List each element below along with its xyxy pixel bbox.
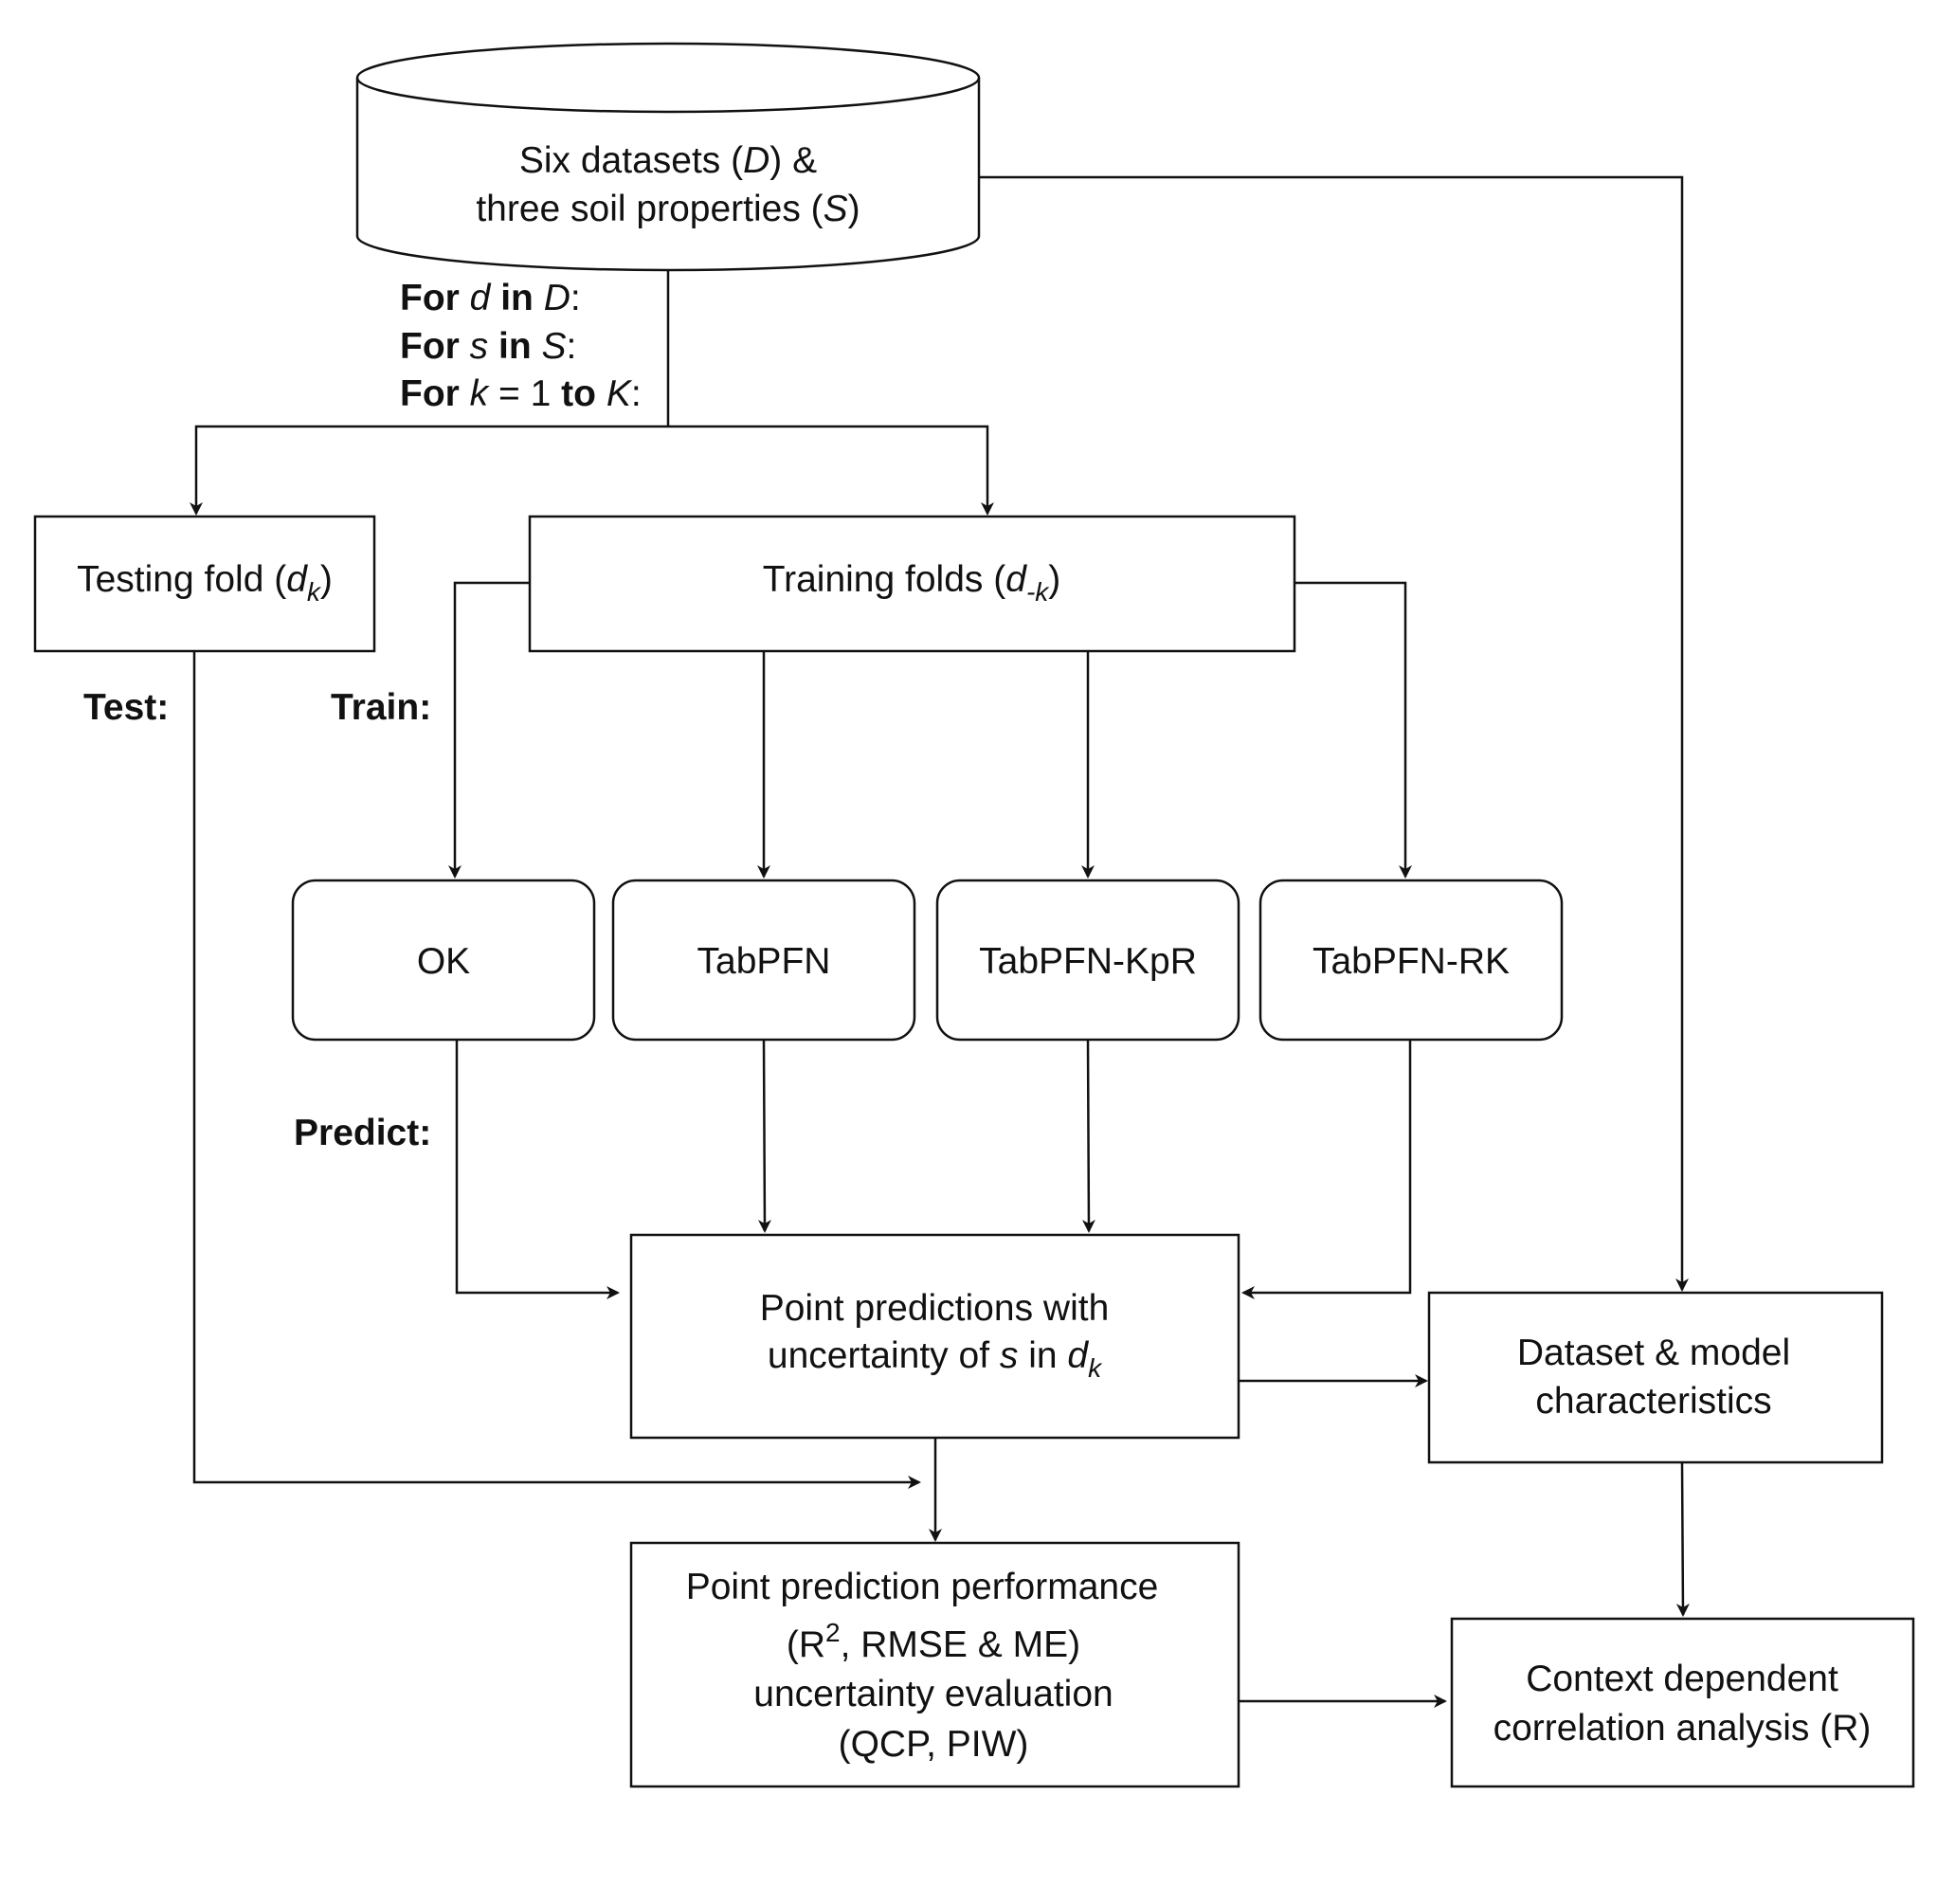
training-folds-box bbox=[528, 515, 1296, 653]
edge-kpr-predictions bbox=[1081, 1039, 1095, 1233]
model-tabpfn-rk-box bbox=[1258, 879, 1564, 1042]
edge-testing-evaluation bbox=[192, 651, 921, 1489]
correlation-box bbox=[1450, 1617, 1915, 1788]
point-predictions-box bbox=[629, 1233, 1240, 1440]
edge-ok-predictions bbox=[455, 1040, 620, 1299]
model-tabpfn-rk-label: TabPFN-RK bbox=[1312, 941, 1510, 982]
characteristics-line2: characteristics bbox=[1535, 1381, 1771, 1422]
edge-tabpfn-predictions bbox=[757, 1039, 771, 1233]
performance-line2: (R2, RMSE & ME) bbox=[787, 1618, 1080, 1665]
model-tabpfn-box bbox=[611, 879, 916, 1042]
step-label-predict: Predict: bbox=[294, 1113, 431, 1153]
model-tabpfn-node: TabPFN bbox=[611, 879, 916, 1042]
model-ok-node: OK bbox=[291, 879, 596, 1042]
correlation-node: Context dependent correlation analysis (… bbox=[1450, 1617, 1915, 1788]
edge-split-training bbox=[668, 425, 994, 516]
step-label-train: Train: bbox=[331, 687, 431, 728]
testing-fold-node: Testing fold (dk) bbox=[33, 515, 376, 653]
performance-line3: uncertainty evaluation bbox=[753, 1674, 1113, 1714]
point-predictions-line1: Point predictions with bbox=[760, 1288, 1110, 1329]
models-row: OK TabPFN TabPFN-KpR TabPFN-RK bbox=[291, 879, 1564, 1042]
loop-label-d: For d in D: bbox=[400, 278, 581, 318]
characteristics-line1: Dataset & model bbox=[1517, 1333, 1790, 1373]
loop-labels: For d in D: For s in S: For k = 1 to K: bbox=[400, 278, 642, 414]
edge-split-testing bbox=[190, 425, 668, 516]
correlation-line1: Context dependent bbox=[1526, 1659, 1838, 1699]
datasets-cylinder-rim bbox=[355, 77, 981, 114]
edge-characteristics-correlation bbox=[1675, 1461, 1690, 1617]
training-folds-label: Training folds (d-k) bbox=[763, 559, 1061, 607]
model-tabpfn-label: TabPFN bbox=[697, 941, 831, 982]
model-tabpfn-kpr-box bbox=[935, 879, 1240, 1042]
loop-label-s: For s in S: bbox=[400, 326, 576, 367]
edge-training-ok bbox=[448, 581, 530, 879]
step-label-test: Test: bbox=[83, 687, 169, 728]
point-predictions-line2: uncertainty of s in dk bbox=[768, 1335, 1103, 1383]
model-tabpfn-kpr-node: TabPFN-KpR bbox=[935, 879, 1240, 1042]
correlation-line2: correlation analysis (R) bbox=[1493, 1708, 1872, 1749]
datasets-cylinder bbox=[355, 42, 981, 272]
training-folds-node: Training folds (d-k) bbox=[528, 515, 1296, 653]
testing-fold-box bbox=[33, 515, 376, 653]
performance-line4: (QCP, PIW) bbox=[839, 1724, 1029, 1765]
datasets-label-line2: three soil properties (S) bbox=[476, 189, 860, 229]
performance-node: Point prediction performance (R2, RMSE &… bbox=[629, 1541, 1240, 1788]
model-tabpfn-rk-node: TabPFN-RK bbox=[1258, 879, 1564, 1042]
testing-fold-label: Testing fold (dk) bbox=[77, 559, 333, 607]
performance-line1: Point prediction performance bbox=[686, 1567, 1159, 1607]
performance-box bbox=[629, 1541, 1240, 1788]
edge-datasets-characteristics bbox=[979, 175, 1689, 1292]
edge-rk-predictions bbox=[1241, 1040, 1412, 1299]
datasets-node: Six datasets (D) & three soil properties… bbox=[355, 42, 981, 272]
loop-label-k: For k = 1 to K: bbox=[400, 373, 642, 414]
model-ok-box bbox=[291, 879, 596, 1042]
model-ok-label: OK bbox=[417, 941, 470, 982]
edges bbox=[190, 175, 1690, 1708]
edge-training-rk bbox=[1294, 581, 1412, 879]
point-predictions-node: Point predictions with uncertainty of s … bbox=[629, 1233, 1240, 1440]
datasets-label-line1: Six datasets (D) & bbox=[519, 140, 817, 181]
model-tabpfn-kpr-label: TabPFN-KpR bbox=[979, 941, 1197, 982]
characteristics-node: Dataset & model characteristics bbox=[1427, 1291, 1884, 1464]
characteristics-box bbox=[1427, 1291, 1884, 1464]
